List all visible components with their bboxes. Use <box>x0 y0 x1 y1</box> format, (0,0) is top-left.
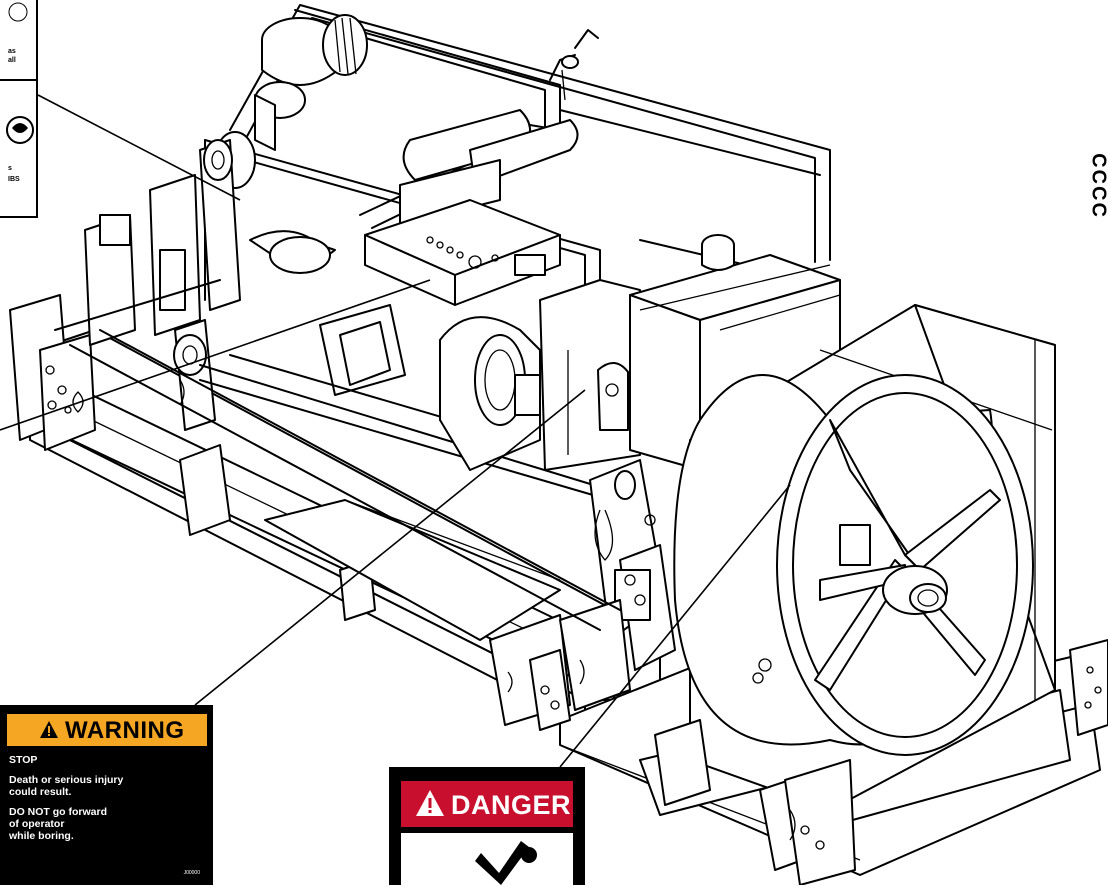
danger-decal: DANGER <box>389 767 585 885</box>
cropped-safety-decal: as all s IBS <box>0 0 38 218</box>
warning-body: STOP Death or serious injury could resul… <box>9 754 199 850</box>
cutter-drum <box>674 375 1033 755</box>
warning-line-injury: Death or serious injury could result. <box>9 774 199 798</box>
warning-banner: WARNING <box>7 714 207 746</box>
drive-housing <box>440 280 640 470</box>
top-pump <box>215 15 367 188</box>
danger-triangle-icon <box>415 789 445 817</box>
control-panel <box>365 200 560 305</box>
decal-text-1: as <box>8 48 16 56</box>
warning-triangle-icon <box>39 720 59 740</box>
left-mast <box>150 140 240 335</box>
warning-decal: WARNING STOP Death or serious injury cou… <box>0 705 213 885</box>
warning-part-code: J00000 <box>184 870 200 876</box>
pinch-hazard-icon <box>401 833 573 885</box>
danger-pictogram-area <box>401 833 573 885</box>
danger-banner: DANGER <box>401 781 573 827</box>
breather-valve <box>550 30 598 100</box>
decal-text-4: IBS <box>8 176 20 184</box>
edge-text: CCCC <box>1087 153 1108 219</box>
warning-line-instruction: DO NOT go forward of operator while bori… <box>9 806 199 842</box>
danger-title: DANGER <box>451 790 571 821</box>
edge-text-fragment: CCCC <box>1087 86 1108 286</box>
decal-text-2: all <box>8 57 16 65</box>
decal-text-3: s <box>8 165 12 173</box>
warning-line-stop: STOP <box>9 754 199 766</box>
warning-title: WARNING <box>65 717 185 745</box>
